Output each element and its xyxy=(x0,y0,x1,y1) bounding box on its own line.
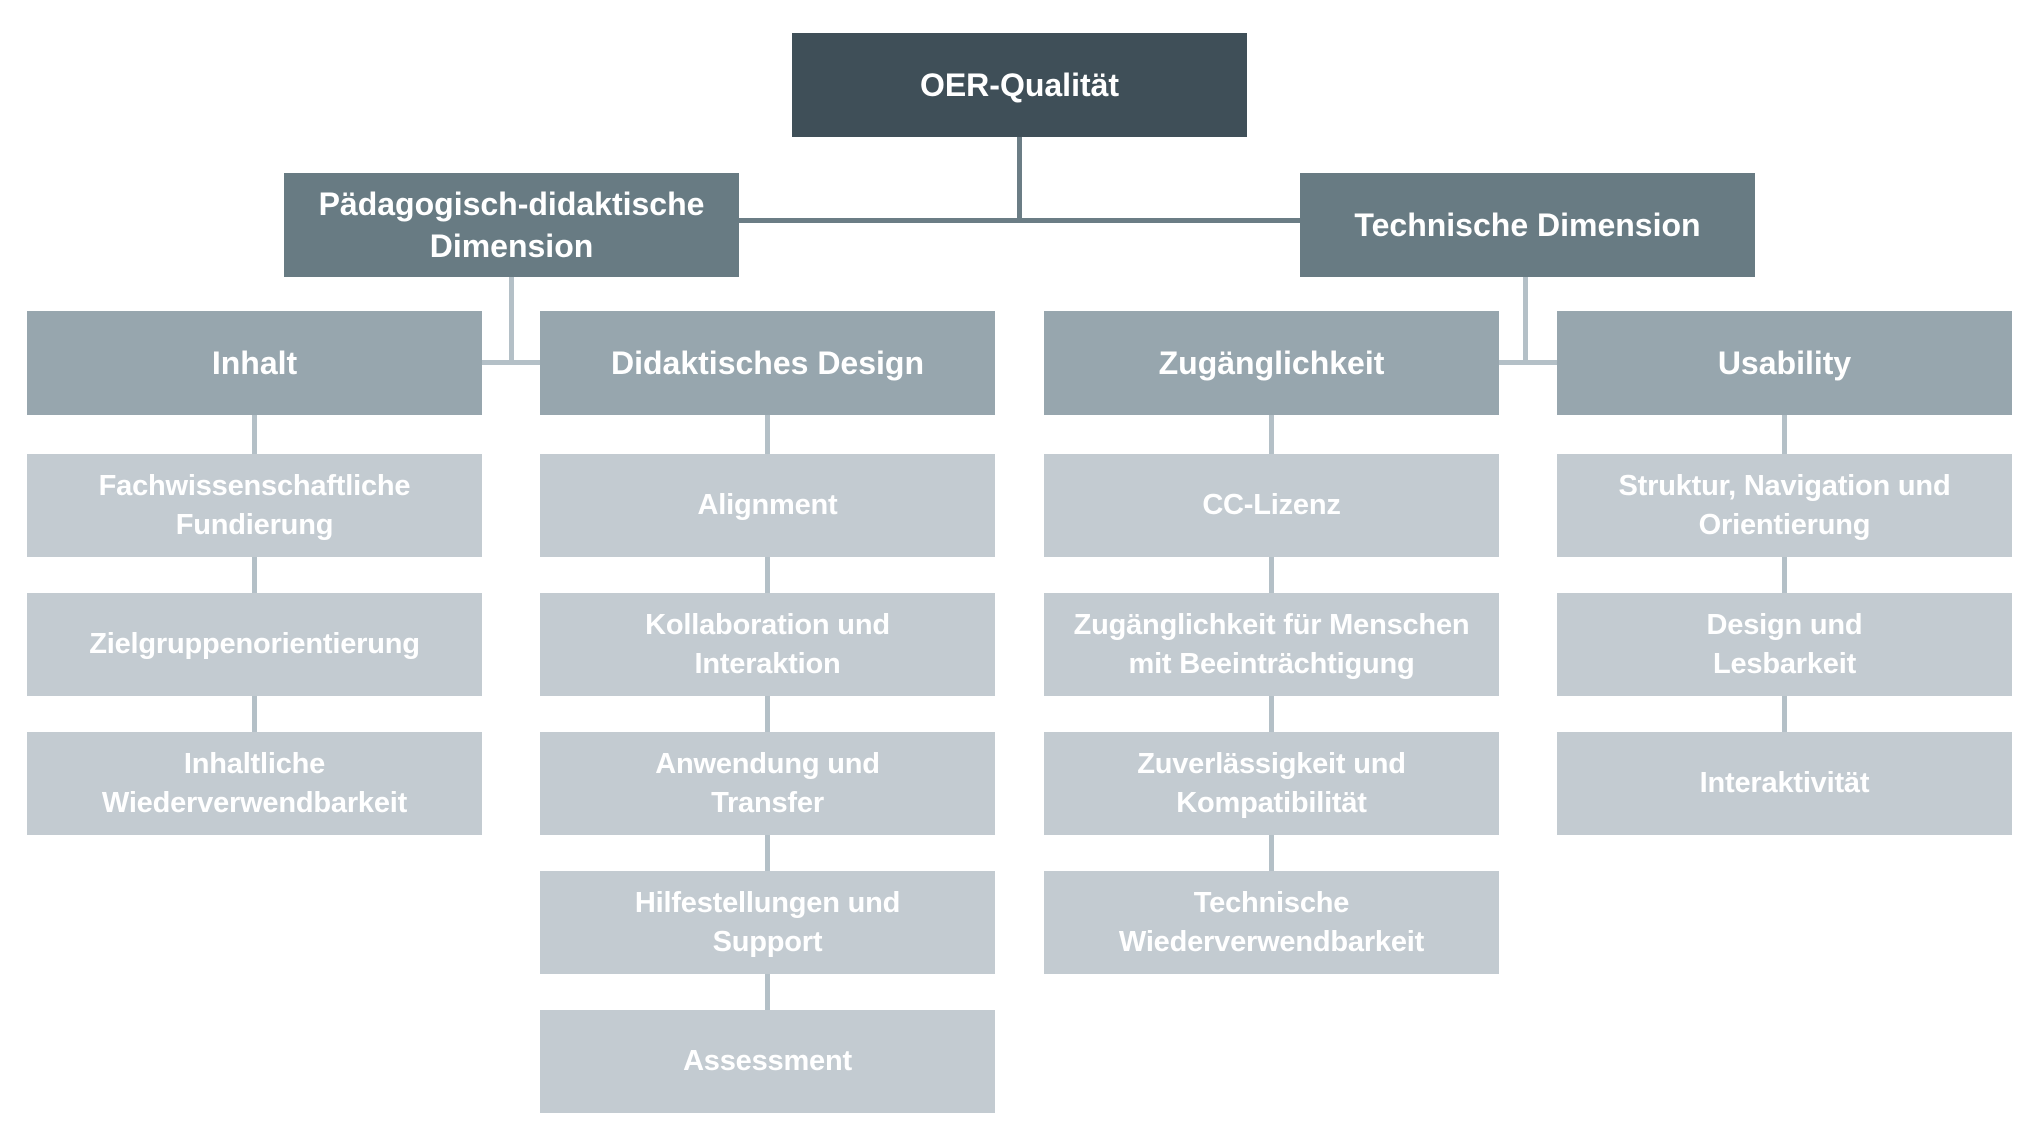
connector-col2-seg3 xyxy=(765,696,770,732)
connector-col4-seg2 xyxy=(1782,557,1787,593)
connector-col2-seg2 xyxy=(765,557,770,593)
node-assessment: Assessment xyxy=(540,1010,995,1113)
node-design-und-lesbarkeit: Design und Lesbarkeit xyxy=(1557,593,2012,696)
connector-dimensions-bar xyxy=(739,218,1301,223)
connector-dim0-drop xyxy=(509,277,514,365)
connector-col1-seg1 xyxy=(252,415,257,454)
connector-col3-seg3 xyxy=(1269,696,1274,732)
node-struktur-navigation-orientierung: Struktur, Navigation und Orientierung xyxy=(1557,454,2012,557)
node-kollaboration-und-interaktion: Kollaboration und Interaktion xyxy=(540,593,995,696)
node-inhalt: Inhalt xyxy=(27,311,482,415)
connector-dim1-drop xyxy=(1523,277,1528,365)
connector-col3-seg2 xyxy=(1269,557,1274,593)
node-usability: Usability xyxy=(1557,311,2012,415)
connector-dim0-stub xyxy=(482,360,540,365)
connector-col3-seg1 xyxy=(1269,415,1274,454)
node-cc-lizenz: CC-Lizenz xyxy=(1044,454,1499,557)
node-alignment: Alignment xyxy=(540,454,995,557)
node-fachwissenschaftliche-fundierung: Fachwissenschaftliche Fundierung xyxy=(27,454,482,557)
node-didaktisches-design: Didaktisches Design xyxy=(540,311,995,415)
connector-root-drop xyxy=(1017,137,1022,223)
connector-dim1-stub xyxy=(1499,360,1557,365)
connector-col4-seg3 xyxy=(1782,696,1787,732)
node-technische-dimension: Technische Dimension xyxy=(1300,173,1755,277)
node-paedagogisch-didaktische-dimension: Pädagogisch-didaktische Dimension xyxy=(284,173,739,277)
node-oer-qualitaet: OER-Qualität xyxy=(792,33,1247,137)
node-zuverlaessigkeit-und-kompatibilitaet: Zuverlässigkeit und Kompatibilität xyxy=(1044,732,1499,835)
connector-col3-seg4 xyxy=(1269,835,1274,871)
node-zielgruppenorientierung: Zielgruppenorientierung xyxy=(27,593,482,696)
node-zugaenglichkeit: Zugänglichkeit xyxy=(1044,311,1499,415)
node-interaktivitaet: Interaktivität xyxy=(1557,732,2012,835)
node-anwendung-und-transfer: Anwendung und Transfer xyxy=(540,732,995,835)
connector-col1-seg3 xyxy=(252,696,257,732)
node-technische-wiederverwendbarkeit: Technische Wiederverwendbarkeit xyxy=(1044,871,1499,974)
connector-col1-seg2 xyxy=(252,557,257,593)
node-zugaenglichkeit-fuer-menschen: Zugänglichkeit für Menschen mit Beeinträ… xyxy=(1044,593,1499,696)
node-hilfestellungen-und-support: Hilfestellungen und Support xyxy=(540,871,995,974)
connector-col2-seg1 xyxy=(765,415,770,454)
connector-col2-seg4 xyxy=(765,835,770,871)
connector-col4-seg1 xyxy=(1782,415,1787,454)
connector-col2-seg5 xyxy=(765,974,770,1010)
node-inhaltliche-wiederverwendbarkeit: Inhaltliche Wiederverwendbarkeit xyxy=(27,732,482,835)
